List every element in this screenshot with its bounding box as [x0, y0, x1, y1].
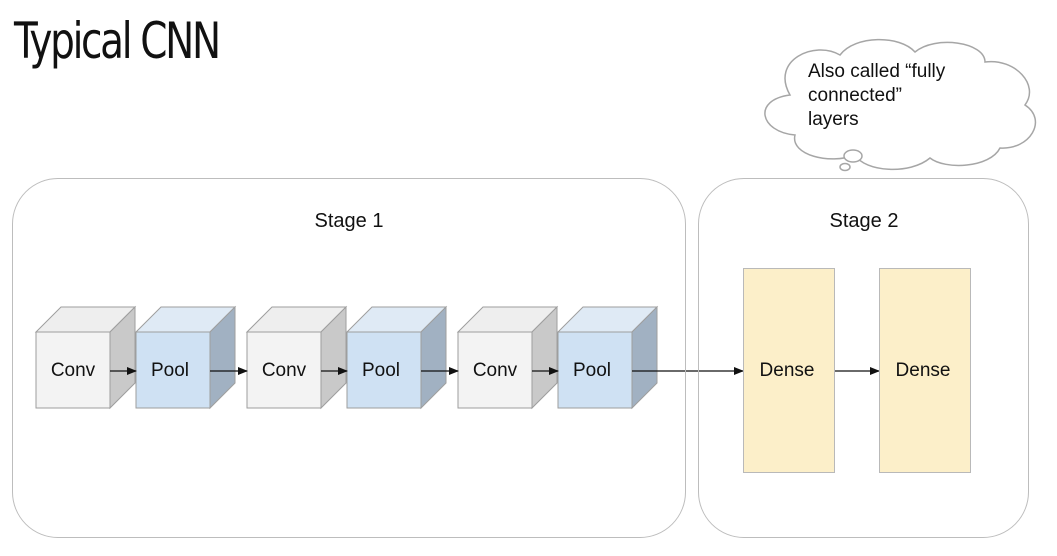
cube-front-face	[35, 331, 111, 409]
pool-layer-label: Pool	[572, 360, 612, 381]
conv-layer-cube	[34, 305, 137, 410]
cube-front-face	[557, 331, 633, 409]
dense-layer-2	[879, 268, 971, 473]
callout-line: connected”	[808, 85, 903, 106]
conv-layer-label: Conv	[261, 360, 307, 381]
stage-1-label: Stage 1	[314, 210, 384, 232]
cube-front-face	[135, 331, 211, 409]
conv-layer-label: Conv	[472, 360, 518, 381]
stage-1-box	[12, 178, 686, 538]
dense-layer-1	[743, 268, 835, 473]
callout-cloud	[764, 38, 1037, 172]
dense-layer-label: Dense	[759, 360, 815, 381]
pool-layer-label: Pool	[361, 360, 401, 381]
pool-layer-cube	[345, 305, 448, 410]
conv-layer-cube	[456, 305, 559, 410]
stage1-cubes	[34, 305, 659, 410]
callout-line: layers	[808, 109, 859, 130]
cube-front-face	[346, 331, 422, 409]
pool-layer-cube	[134, 305, 237, 410]
conv-layer-label: Conv	[50, 360, 96, 381]
cube-front-face	[457, 331, 533, 409]
cube-front-face	[246, 331, 322, 409]
callout-text: Also called “fully connected” layers	[808, 60, 945, 132]
callout-line: Also called “fully	[808, 61, 946, 82]
pool-layer-label: Pool	[150, 360, 190, 381]
conv-layer-cube	[245, 305, 348, 410]
stage-2-box	[698, 178, 1029, 538]
stage-2-label: Stage 2	[829, 210, 899, 232]
dense-layer-label: Dense	[895, 360, 951, 381]
pool-layer-cube	[556, 305, 659, 410]
slide-title: Typical CNN	[14, 12, 221, 70]
